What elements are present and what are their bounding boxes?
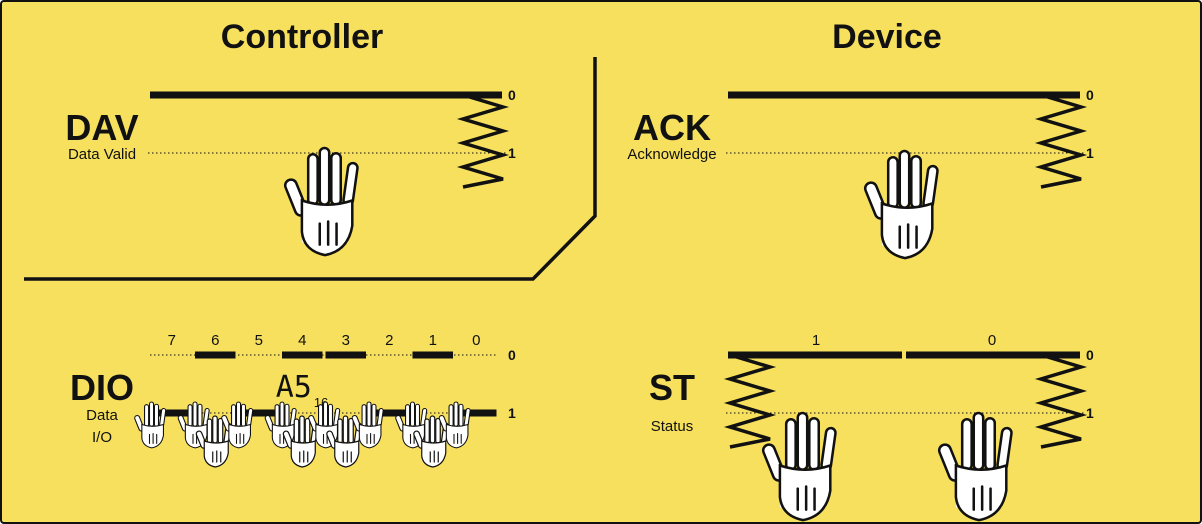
dio-level-0-label: 0	[508, 347, 516, 363]
hand-icon	[133, 401, 167, 449]
st-level-0-label: 0	[1086, 347, 1094, 363]
hand-icon	[936, 411, 1014, 522]
st-signal: ST Status 0 1 1 0	[649, 332, 1094, 522]
dio-bit-label: 5	[255, 332, 263, 349]
ack-signal: ACK Acknowledge 0 1	[627, 87, 1094, 260]
st-level-1-label: 1	[1086, 405, 1094, 421]
st-label: ST	[649, 367, 695, 408]
dav-level-1-label: 1	[508, 145, 516, 161]
spring-icon	[461, 93, 505, 189]
dav-signal: DAV Data Valid 0 1	[65, 87, 516, 257]
dio-bit-label: 2	[385, 332, 393, 349]
dio-description-line1: Data	[86, 407, 118, 424]
device-title: Device	[832, 18, 942, 56]
ack-level-0-label: 0	[1086, 87, 1094, 103]
spring-icon	[1039, 353, 1083, 449]
dio-level-1-label: 1	[508, 405, 516, 421]
dav-description: Data Valid	[68, 146, 136, 163]
dio-bit-label: 4	[298, 332, 306, 349]
dio-bit-label: 7	[168, 332, 176, 349]
dav-level-0-label: 0	[508, 87, 516, 103]
dio-bit-label: 6	[211, 332, 219, 349]
controller-title: Controller	[221, 18, 383, 56]
dio-bit-label: 0	[472, 332, 480, 349]
st-bit-label: 0	[988, 332, 996, 349]
ack-level-1-label: 1	[1086, 145, 1094, 161]
ack-label: ACK	[633, 107, 711, 148]
hand-icon	[760, 411, 838, 522]
st-description: Status	[651, 418, 694, 435]
ack-description: Acknowledge	[627, 146, 716, 163]
st-bit-label: 1	[812, 332, 820, 349]
dav-label: DAV	[65, 107, 138, 148]
spring-icon	[728, 353, 772, 449]
dio-label: DIO	[70, 367, 134, 408]
hand-icon	[862, 149, 940, 260]
spring-icon	[1039, 93, 1083, 189]
dio-description-line2: I/O	[92, 429, 112, 446]
dio-bit-label: 3	[342, 332, 350, 349]
hand-icon	[282, 146, 360, 257]
controller-device-divider	[24, 57, 597, 281]
dio-bit-label: 1	[429, 332, 437, 349]
